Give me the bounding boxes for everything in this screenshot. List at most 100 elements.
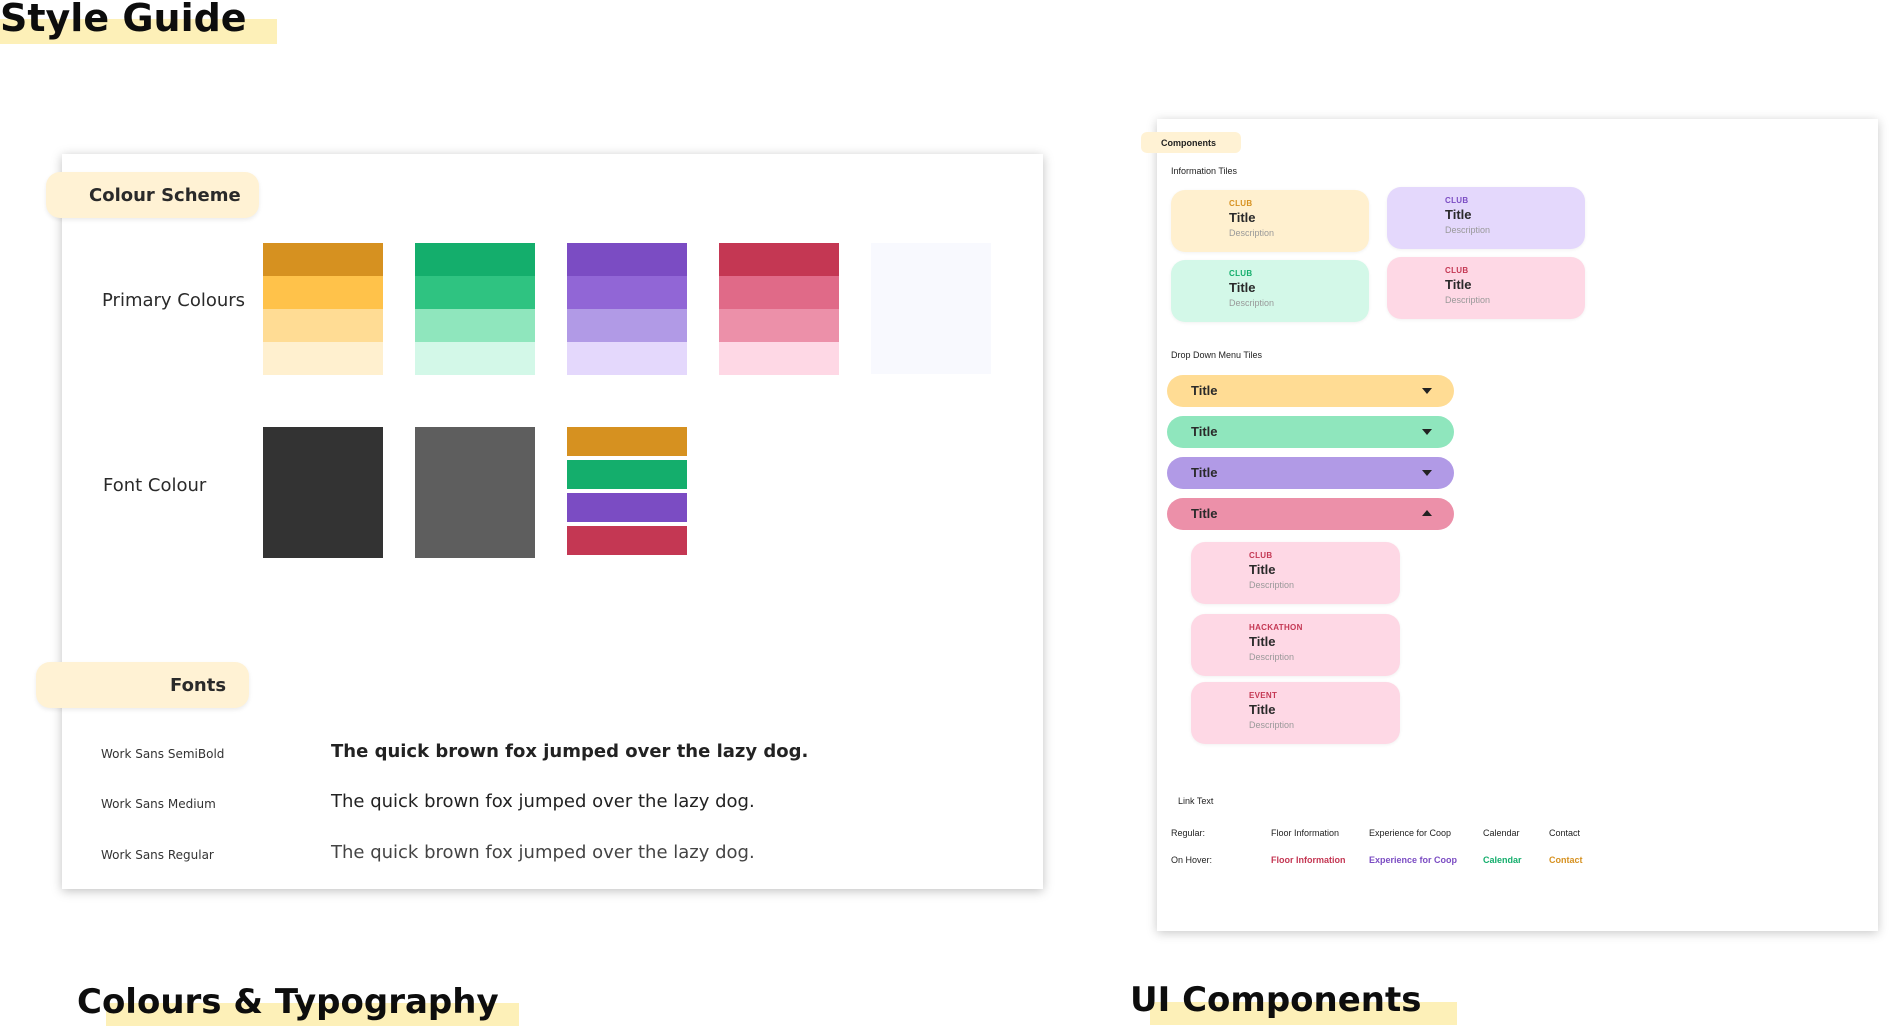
- tile-description: Description: [1249, 720, 1295, 730]
- tile-title: Title: [1445, 277, 1472, 292]
- tile-tag: CLUB: [1249, 551, 1273, 560]
- tile-tag: CLUB: [1445, 266, 1469, 275]
- font-sample-text: The quick brown fox jumped over the lazy…: [331, 842, 755, 863]
- dropdown-title: Title: [1191, 424, 1218, 439]
- fonts-label: Fonts: [36, 662, 249, 708]
- dropdown-menu[interactable]: Title: [1167, 416, 1454, 448]
- colour-swatch: [567, 309, 687, 342]
- tile-description: Description: [1249, 580, 1295, 590]
- title-highlight: [0, 19, 277, 44]
- tile-tag: CLUB: [1229, 199, 1253, 208]
- tile-tag: CLUB: [1229, 269, 1253, 278]
- tile-tag: CLUB: [1445, 196, 1469, 205]
- font-name: Work Sans SemiBold: [101, 747, 225, 761]
- information-tiles-heading: Information Tiles: [1171, 166, 1238, 176]
- primary-colour-column: [263, 243, 383, 375]
- font-accent-swatch: [567, 526, 687, 555]
- colours-typography-card: Colour Scheme Primary Colours Font Colou…: [36, 154, 1043, 889]
- colour-swatch: [415, 342, 535, 375]
- tile-description: Description: [1445, 225, 1491, 235]
- dropdown-menu[interactable]: Title: [1167, 498, 1454, 530]
- primary-colour-column: [871, 243, 991, 374]
- colour-swatch: [567, 276, 687, 309]
- tile-title: Title: [1229, 280, 1256, 295]
- link-regular[interactable]: Experience for Coop: [1369, 828, 1452, 838]
- regular-label: Regular:: [1171, 828, 1206, 838]
- dropdown-heading: Drop Down Menu Tiles: [1171, 350, 1263, 360]
- caret-down-icon[interactable]: [1422, 470, 1432, 476]
- colour-swatch: [415, 276, 535, 309]
- font-colour-label: Font Colour: [103, 475, 207, 496]
- tile-description: Description: [1445, 295, 1491, 305]
- colour-swatch: [263, 342, 383, 375]
- dropdown-title: Title: [1191, 383, 1218, 398]
- colour-swatch: [263, 243, 383, 276]
- link-text-heading: Link Text: [1178, 796, 1214, 806]
- font-accent-swatch: [567, 493, 687, 522]
- caret-up-icon[interactable]: [1422, 510, 1432, 516]
- tile-tag: HACKATHON: [1249, 623, 1303, 632]
- dropdown-menu[interactable]: Title: [1167, 375, 1454, 407]
- font-sample-text: The quick brown fox jumped over the lazy…: [331, 741, 809, 762]
- link-regular[interactable]: Contact: [1549, 828, 1581, 838]
- link-regular[interactable]: Calendar: [1483, 828, 1520, 838]
- colour-swatch: [719, 342, 839, 375]
- font-name: Work Sans Medium: [101, 797, 216, 811]
- link-regular[interactable]: Floor Information: [1271, 828, 1340, 838]
- primary-colour-column: [567, 243, 687, 375]
- colour-swatch: [263, 276, 383, 309]
- right-caption-highlight: [1150, 1002, 1457, 1025]
- components-label: Components: [1141, 132, 1241, 153]
- primary-colour-column: [415, 243, 535, 375]
- tile-title: Title: [1445, 207, 1472, 222]
- primary-colour-column: [719, 243, 839, 375]
- tile-title: Title: [1249, 634, 1276, 649]
- link-hover[interactable]: Floor Information: [1271, 855, 1346, 865]
- font-accent-swatch: [567, 460, 687, 489]
- tile-tag: EVENT: [1249, 691, 1278, 700]
- tile-description: Description: [1249, 652, 1295, 662]
- colour-swatch: [415, 309, 535, 342]
- colour-swatch: [719, 309, 839, 342]
- font-colour-dark-swatch: [263, 427, 383, 558]
- caret-down-icon[interactable]: [1422, 429, 1432, 435]
- font-accent-swatch: [567, 427, 687, 456]
- colour-swatch: [567, 243, 687, 276]
- right-caption: UI Components: [1130, 980, 1422, 1020]
- primary-colours-label: Primary Colours: [102, 290, 246, 311]
- colour-scheme-label: Colour Scheme: [46, 172, 259, 218]
- dropdown-menu[interactable]: Title: [1167, 457, 1454, 489]
- colour-swatch: [263, 309, 383, 342]
- colour-swatch: [719, 243, 839, 276]
- tile-title: Title: [1249, 702, 1276, 717]
- left-caption-highlight: [106, 1003, 519, 1026]
- dropdown-title: Title: [1191, 465, 1218, 480]
- hover-label: On Hover:: [1171, 855, 1213, 865]
- tile-description: Description: [1229, 228, 1275, 238]
- tile-title: Title: [1249, 562, 1276, 577]
- colour-swatch: [871, 243, 991, 374]
- tile-title: Title: [1229, 210, 1256, 225]
- tile-description: Description: [1229, 298, 1275, 308]
- link-hover[interactable]: Contact: [1549, 855, 1583, 865]
- colour-swatch: [719, 276, 839, 309]
- colour-swatch: [415, 243, 535, 276]
- font-colour-medium-swatch: [415, 427, 535, 558]
- link-hover[interactable]: Calendar: [1483, 855, 1522, 865]
- font-name: Work Sans Regular: [101, 848, 214, 862]
- left-caption: Colours & Typography: [77, 982, 499, 1022]
- link-hover[interactable]: Experience for Coop: [1369, 855, 1458, 865]
- caret-down-icon[interactable]: [1422, 388, 1432, 394]
- page-title: Style Guide: [0, 0, 247, 40]
- dropdown-title: Title: [1191, 506, 1218, 521]
- colour-swatch: [567, 342, 687, 375]
- font-sample-text: The quick brown fox jumped over the lazy…: [331, 791, 755, 812]
